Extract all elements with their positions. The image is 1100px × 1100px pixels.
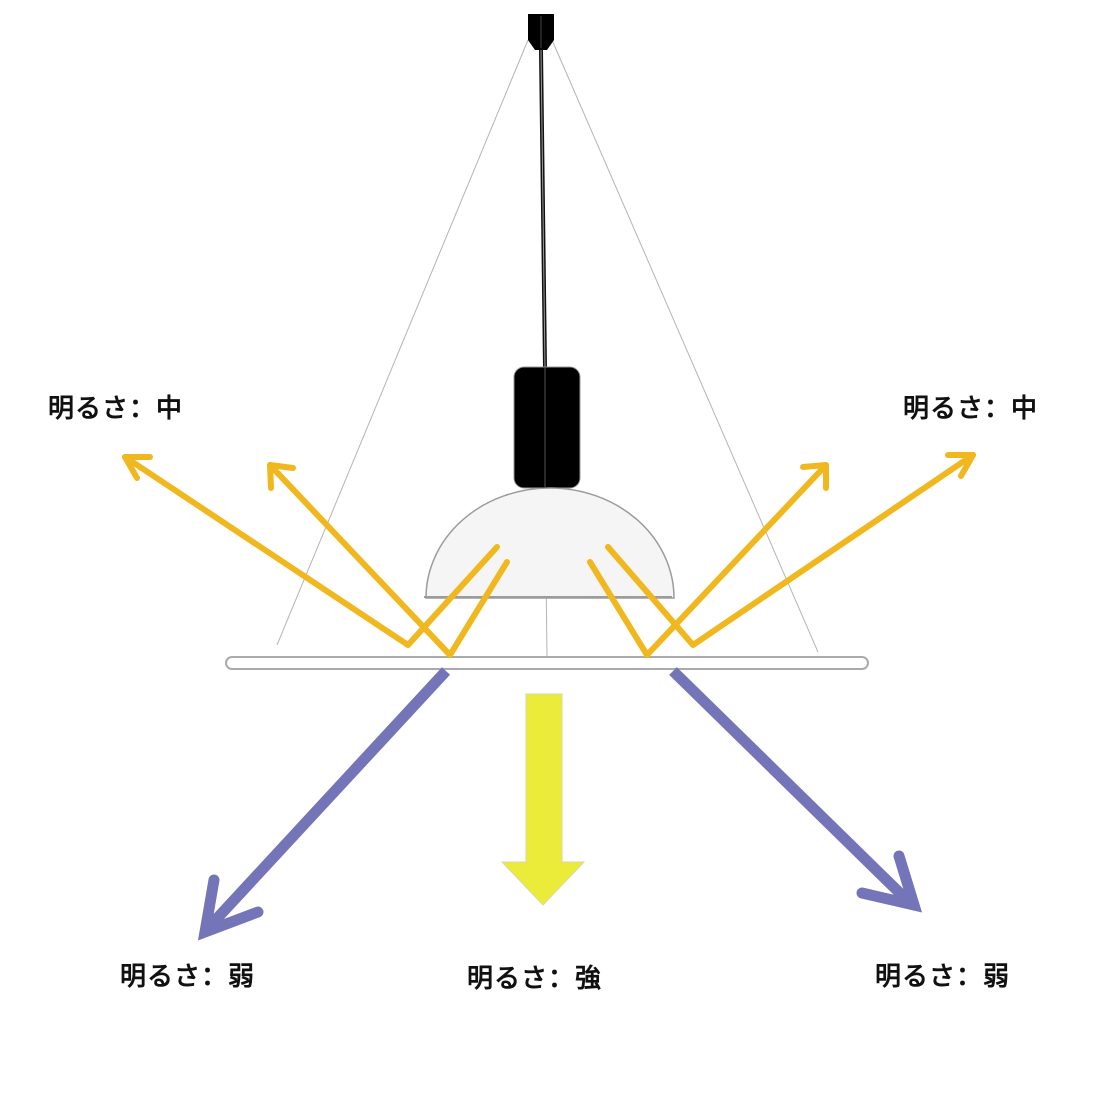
reflected-arrow-left-inner [267, 462, 510, 658]
reflected-arrow-right-inner-head [800, 462, 829, 491]
brightness-label-upper-left: 明るさ：中 [48, 394, 184, 424]
reflected-arrow-left-outer [122, 454, 500, 648]
reflected-arrow-left-outer-head [122, 454, 153, 481]
suspension-cord-highlight [540, 49, 546, 369]
reflected-arrow-left-inner-head [267, 462, 296, 491]
side-light-group [197, 667, 923, 941]
reflected-arrow-right-outer-head [945, 452, 976, 479]
guide-line-right [551, 39, 819, 653]
reflected-arrow-right-inner [587, 462, 829, 658]
diffuser-plate [225, 656, 869, 670]
side-light-arrow-left-head [197, 874, 264, 941]
lamp-socket [513, 366, 581, 489]
direct-light-arrow [500, 693, 586, 906]
side-light-arrow-left [205, 667, 451, 930]
brightness-label-upper-right: 明るさ：中 [903, 394, 1039, 424]
side-light-arrow-right-head [856, 850, 923, 913]
reflected-light-group [122, 452, 976, 658]
reflected-arrow-right-outer [605, 452, 976, 648]
guide-line-left [276, 39, 529, 646]
brightness-label-lower-left: 明るさ：弱 [120, 962, 256, 992]
brightness-label-lower-right: 明るさ：弱 [875, 962, 1011, 992]
lamp-shade [425, 487, 675, 599]
side-light-arrow-right [669, 667, 914, 907]
brightness-label-lower-center: 明るさ：強 [467, 964, 603, 994]
